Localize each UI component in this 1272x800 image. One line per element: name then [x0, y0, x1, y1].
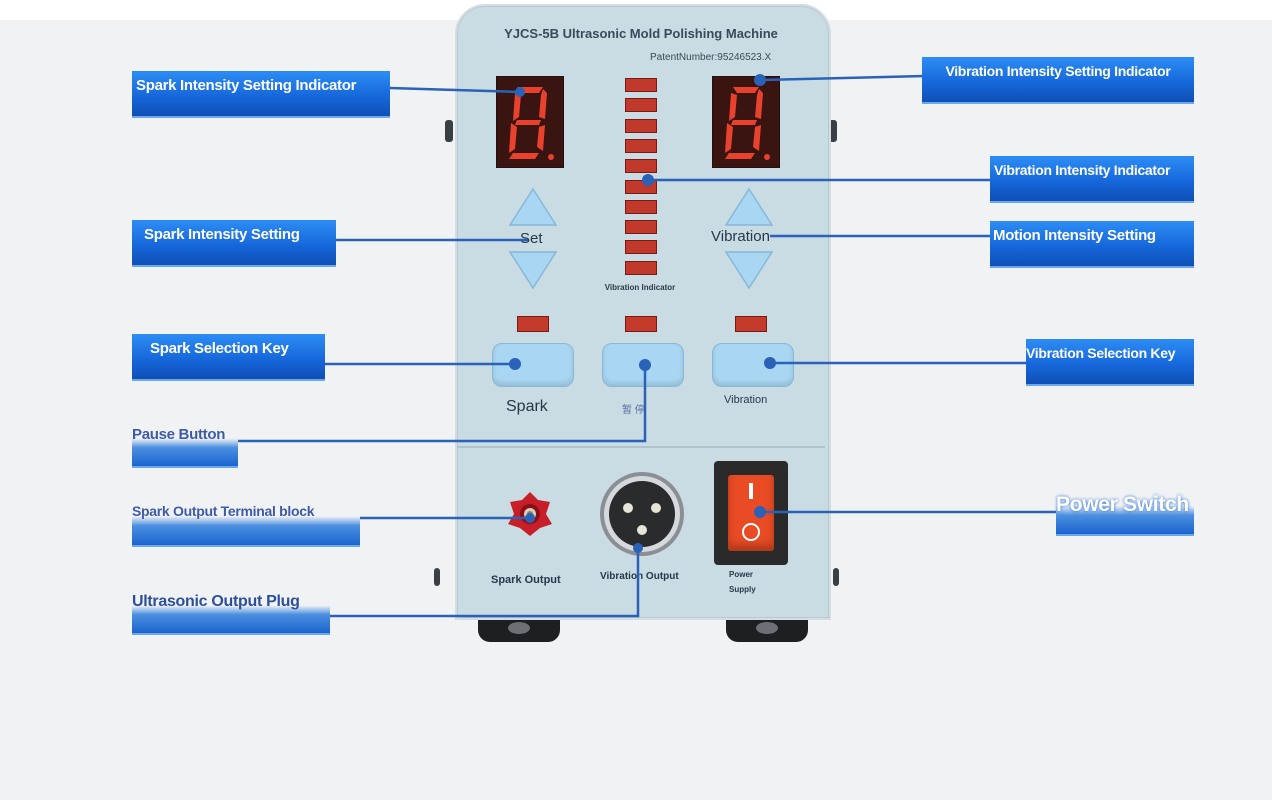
callout-spark-intensity-setting: Spark Intensity Setting — [132, 220, 336, 265]
machine-title: YJCS-5B Ultrasonic Mold Polishing Machin… — [504, 26, 778, 41]
callout-power-switch: Power Switch — [1056, 487, 1194, 534]
vibration-bar-segment — [625, 180, 657, 194]
callout-vibration-intensity-setting-indicator: Vibration Intensity Setting Indicator — [922, 57, 1194, 102]
callout-spark-output-terminal: Spark Output Terminal block — [132, 497, 360, 545]
vibration-up-arrow-button[interactable] — [724, 187, 774, 227]
pause-led — [625, 316, 657, 332]
vibration-bar-segment — [625, 220, 657, 234]
pause-key-label: 暂 停 — [622, 405, 645, 416]
spark-led — [517, 316, 549, 332]
patent-number: PatentNumber:95246523.X — [650, 52, 772, 63]
power-switch[interactable] — [714, 461, 788, 565]
spark-selection-key[interactable] — [492, 343, 574, 387]
power-rocker[interactable] — [728, 475, 774, 551]
callout-ultrasonic-output-plug: Ultrasonic Output Plug — [132, 587, 330, 633]
power-label-line2: Supply — [729, 585, 756, 594]
vibration-bar-segment — [625, 139, 657, 153]
vibration-bar-segment — [625, 200, 657, 214]
pause-key[interactable] — [602, 343, 684, 387]
power-off-mark — [742, 523, 760, 541]
spark-key-label: Spark — [506, 398, 548, 415]
seven-segment-digit — [509, 87, 554, 160]
left-handle — [445, 120, 453, 142]
left-bracket — [434, 568, 440, 586]
vibration-led — [735, 316, 767, 332]
ultrasonic-output-plug[interactable] — [598, 470, 686, 558]
power-on-mark — [749, 483, 753, 499]
vibration-bar-segment — [625, 119, 657, 133]
callout-pause-button: Pause Button — [132, 420, 238, 466]
vibration-selection-key[interactable] — [712, 343, 794, 387]
vibration-bar-segment — [625, 261, 657, 275]
callout-motion-intensity-setting: Motion Intensity Setting — [990, 221, 1194, 266]
callout-vibration-intensity-indicator: Vibration Intensity Indicator — [990, 156, 1194, 201]
seven-segment-digit — [725, 87, 770, 160]
spark-up-arrow-button[interactable] — [508, 187, 558, 227]
vibration-output-label: Vibration Output — [600, 571, 679, 582]
vibration-label: Vibration — [711, 228, 770, 245]
vibration-intensity-display — [712, 76, 780, 168]
vibration-key-label: Vibration — [724, 394, 768, 406]
spark-output-label: Spark Output — [491, 574, 561, 586]
vibration-bar-segment — [625, 159, 657, 173]
spark-output-terminal[interactable] — [506, 490, 554, 538]
power-label-line1: Power — [729, 570, 754, 579]
right-handle — [829, 120, 837, 142]
spark-intensity-display — [496, 76, 564, 168]
set-label: Set — [520, 230, 543, 247]
panel-divider — [457, 446, 825, 448]
callout-spark-intensity-indicator: Spark Intensity Setting Indicator — [132, 71, 390, 116]
right-bracket — [833, 568, 839, 586]
spark-down-arrow-button[interactable] — [508, 250, 558, 290]
vibration-bar-segment — [625, 240, 657, 254]
vibration-bar-segment — [625, 78, 657, 92]
callout-vibration-selection-key: Vibration Selection Key — [1026, 339, 1194, 384]
vibration-indicator-label: Vibration Indicator — [604, 283, 676, 292]
callout-spark-selection-key: Spark Selection Key — [132, 334, 325, 379]
vibration-bar-segment — [625, 98, 657, 112]
vibration-down-arrow-button[interactable] — [724, 250, 774, 290]
